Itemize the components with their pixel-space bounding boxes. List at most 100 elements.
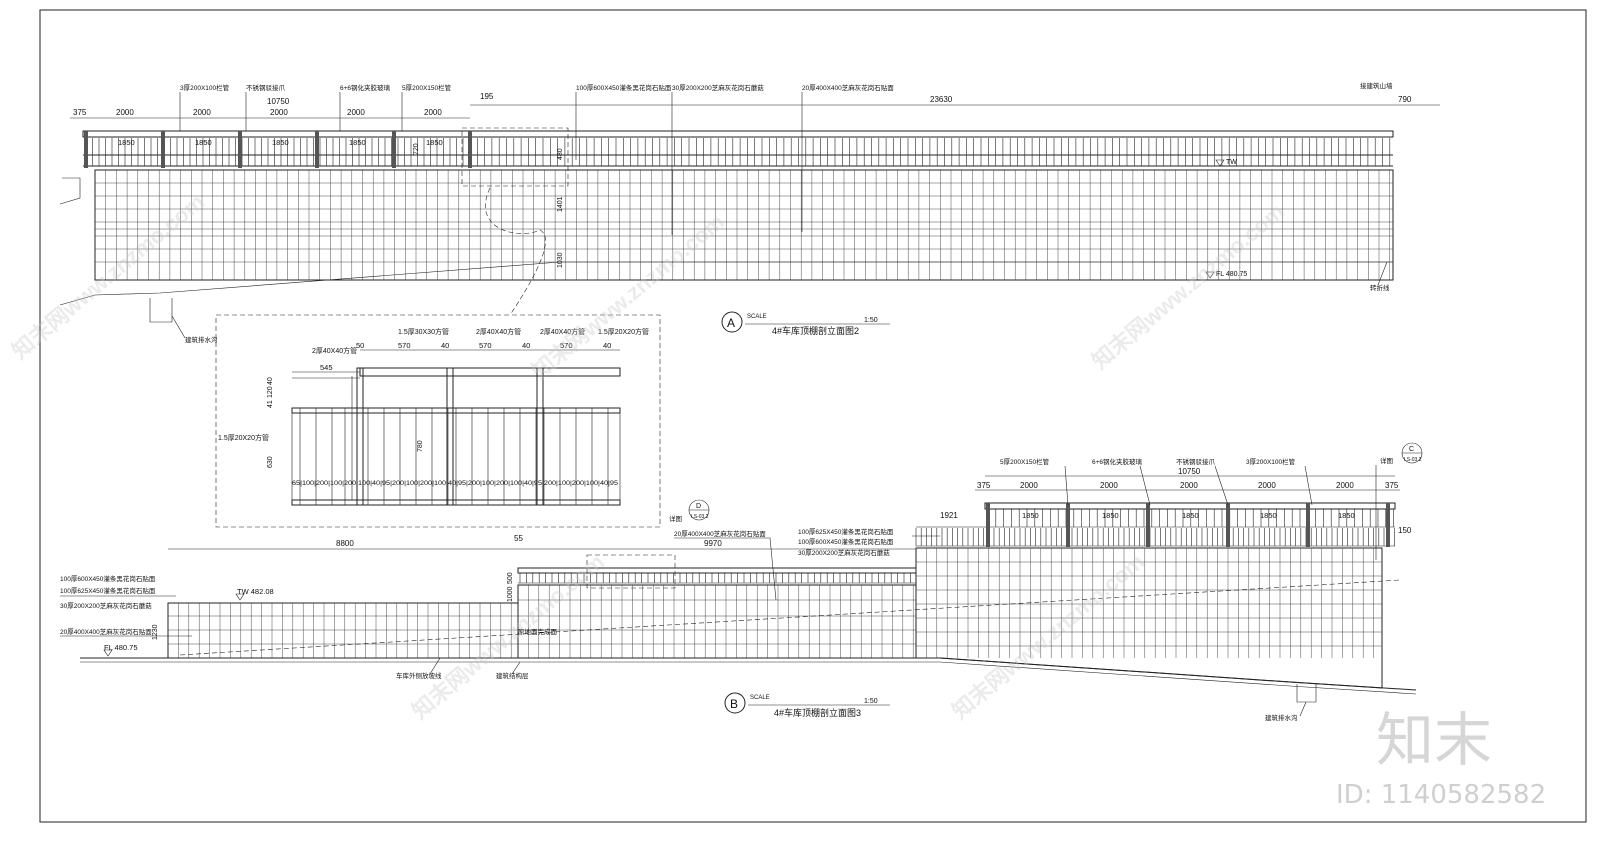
watermark-logo: 知末: [1376, 706, 1492, 774]
watermark-site-5: 知末网www.znzmo.com: [947, 549, 1149, 724]
section-b-post: [986, 503, 990, 547]
section-b-ground: [80, 657, 1417, 691]
section-b-mid-wall: [517, 584, 917, 659]
detail-dim-40-1: 40: [441, 341, 449, 350]
section-b-dim-2000-4: 2000: [1258, 481, 1276, 490]
detail-dim-40-2: 40: [522, 341, 530, 350]
section-b-level-fl: FL 480.75: [104, 643, 138, 652]
section-b-dim-2000-3: 2000: [1180, 481, 1198, 490]
detail-bottom-dims: 65|100|200|100|200|100|40|95|200|100|200…: [292, 480, 618, 487]
section-b-dim-375-b: 375: [1385, 481, 1399, 490]
section-b-note-mid-2: 100厚625X450灌条黑花岗石贴面: [798, 527, 894, 536]
section-a-post: [84, 131, 88, 168]
section-b-bottom-note-3: 建筑排水沟: [1265, 713, 1298, 722]
detail-note-3: 2厚40X40方管: [476, 327, 521, 336]
section-b-note-top-3: 不锈钢驳接爪: [1176, 457, 1216, 466]
detail-dim-40-4: 40: [267, 377, 274, 385]
section-b-dim-150: 150: [1398, 526, 1412, 535]
section-b-note-top-1: 5厚200X150栏管: [1000, 457, 1050, 466]
section-b-note-left-3: 30厚200X200芝麻灰花岗石蘑菇: [60, 601, 152, 610]
section-b-level-tw: TW 482.08: [237, 587, 274, 596]
watermark-site-3: 知末网www.znzmo.com: [1087, 199, 1289, 374]
railing-detail: 1.5厚30X30方管 2厚40X40方管 2厚40X40方管 2厚40X40方…: [215, 314, 661, 528]
section-b-marker: B: [730, 697, 738, 711]
detail-balusters: [291, 367, 621, 506]
detail-dim-50: 50: [356, 341, 364, 350]
section-b-scale-label: SCALE: [750, 695, 770, 701]
section-b-post: [1306, 503, 1310, 547]
section-a-note-2: 不锈钢驳接爪: [246, 83, 286, 92]
section-a-inner-1850-2: 1850: [195, 138, 212, 147]
detail-dim-630: 630: [267, 456, 274, 468]
section-a-note-8: 接建筑山墙: [1360, 81, 1393, 90]
detail-post: [356, 367, 364, 506]
section-a-inner-1850-5: 1850: [426, 138, 443, 147]
section-a-dim-2000-1: 2000: [116, 108, 134, 117]
section-a-vdim-4: 480: [557, 148, 564, 160]
section-a-ground-line: [59, 261, 1393, 306]
section-b-post: [1386, 503, 1390, 547]
section-a-level-fl: FL 480.75: [1216, 271, 1247, 278]
section-b-callout-c-label: C: [1409, 446, 1414, 453]
section-b-rail-low: [517, 567, 917, 574]
section-b-dim-55: 55: [514, 534, 523, 543]
section-a-inner-1850-1: 1850: [118, 138, 135, 147]
section-a-rail-top: [82, 130, 1394, 138]
section-a-note-4: 5厚200X150栏管: [402, 83, 452, 92]
section-a-vdim-2: 1030: [557, 252, 564, 268]
section-b-callout-c-text: 详图: [1380, 456, 1393, 465]
section-a-dim-2000-5: 2000: [424, 108, 442, 117]
section-b-inner-1850-2: 1850: [1102, 511, 1119, 520]
section-b-post: [1146, 503, 1150, 547]
section-a-right-note: 转折线: [1370, 283, 1390, 292]
section-b-scale-value: 1:50: [864, 698, 878, 705]
detail-note-2: 2厚40X40方管: [312, 346, 357, 355]
section-a-dim-2000-3: 2000: [270, 108, 288, 117]
detail-dim-40-3: 40: [603, 341, 611, 350]
section-b-callout-d-text: 详图: [669, 514, 682, 523]
section-b-post: [1226, 503, 1230, 547]
section-b-dim-10750: 10750: [1178, 467, 1201, 476]
detail-dim-545: 545: [320, 363, 333, 372]
detail-post: [446, 367, 454, 506]
section-a-marker-circle: [721, 311, 743, 333]
detail-dim-570-1: 570: [398, 341, 411, 350]
detail-dim-41: 41: [267, 400, 274, 408]
section-b-marker-circle: [724, 692, 746, 714]
watermark-site-1: 知末网www.znzmo.com: [7, 189, 209, 364]
section-a-dim-195: 195: [480, 92, 494, 101]
section-b-drain: [1296, 684, 1317, 703]
section-b-low-railing: [519, 573, 911, 583]
section-b-high-railing: [915, 503, 1395, 547]
section-b-inner-1850-1: 1850: [1022, 511, 1039, 520]
section-b-note-mid-4: 30厚200X200芝麻灰花岗石蘑菇: [798, 548, 890, 557]
section-b-dim-375-a: 375: [977, 481, 991, 490]
section-b-dim-2000-5: 2000: [1336, 481, 1354, 490]
section-a-stone-grid: [95, 170, 1393, 280]
section-b-post: [1066, 503, 1070, 547]
section-b-note-top-4: 3厚200X100栏管: [1246, 457, 1296, 466]
section-b-bottom-note-2: 建筑结构层: [496, 671, 529, 680]
detail-note-5: 1.5厚20X20方管: [598, 327, 649, 336]
section-a-dim-375: 375: [73, 108, 87, 117]
section-a-wall: [94, 169, 1394, 281]
section-a-inner-1850-3: 1850: [272, 138, 289, 147]
section-b-inner-1850-3: 1850: [1182, 511, 1199, 520]
section-a-note-6: 30厚200X200芝麻灰花岗石蘑菇: [672, 83, 764, 92]
section-a-post: [238, 131, 242, 168]
section-b-callout-d-label: D: [696, 503, 701, 510]
sheet-border: [39, 9, 1587, 823]
section-a-drain-note: 建筑排水沟: [185, 335, 218, 344]
detail-note-6: 1.5厚20X20方管: [218, 433, 269, 442]
section-a-note-1: 3厚200X100栏管: [180, 83, 230, 92]
section-a-dim-23630: 23630: [930, 95, 953, 104]
section-b-elevation: 375 2000 2000 2000 2000 2000 375 10750 1…: [60, 442, 1423, 722]
section-a-dim-790: 790: [1398, 95, 1412, 104]
detail-post: [536, 367, 544, 506]
section-b-callout-d-sub: LS-03.2: [691, 514, 709, 520]
section-b-dim-8800: 8800: [336, 539, 354, 548]
detail-frame: [215, 314, 661, 528]
section-b-note-left-2: 100厚625X450灌条黑花岗石贴面: [60, 586, 156, 595]
section-b-vdim-1230: 1230: [152, 624, 159, 640]
watermark-site-2: 知末网www.znzmo.com: [527, 209, 729, 384]
